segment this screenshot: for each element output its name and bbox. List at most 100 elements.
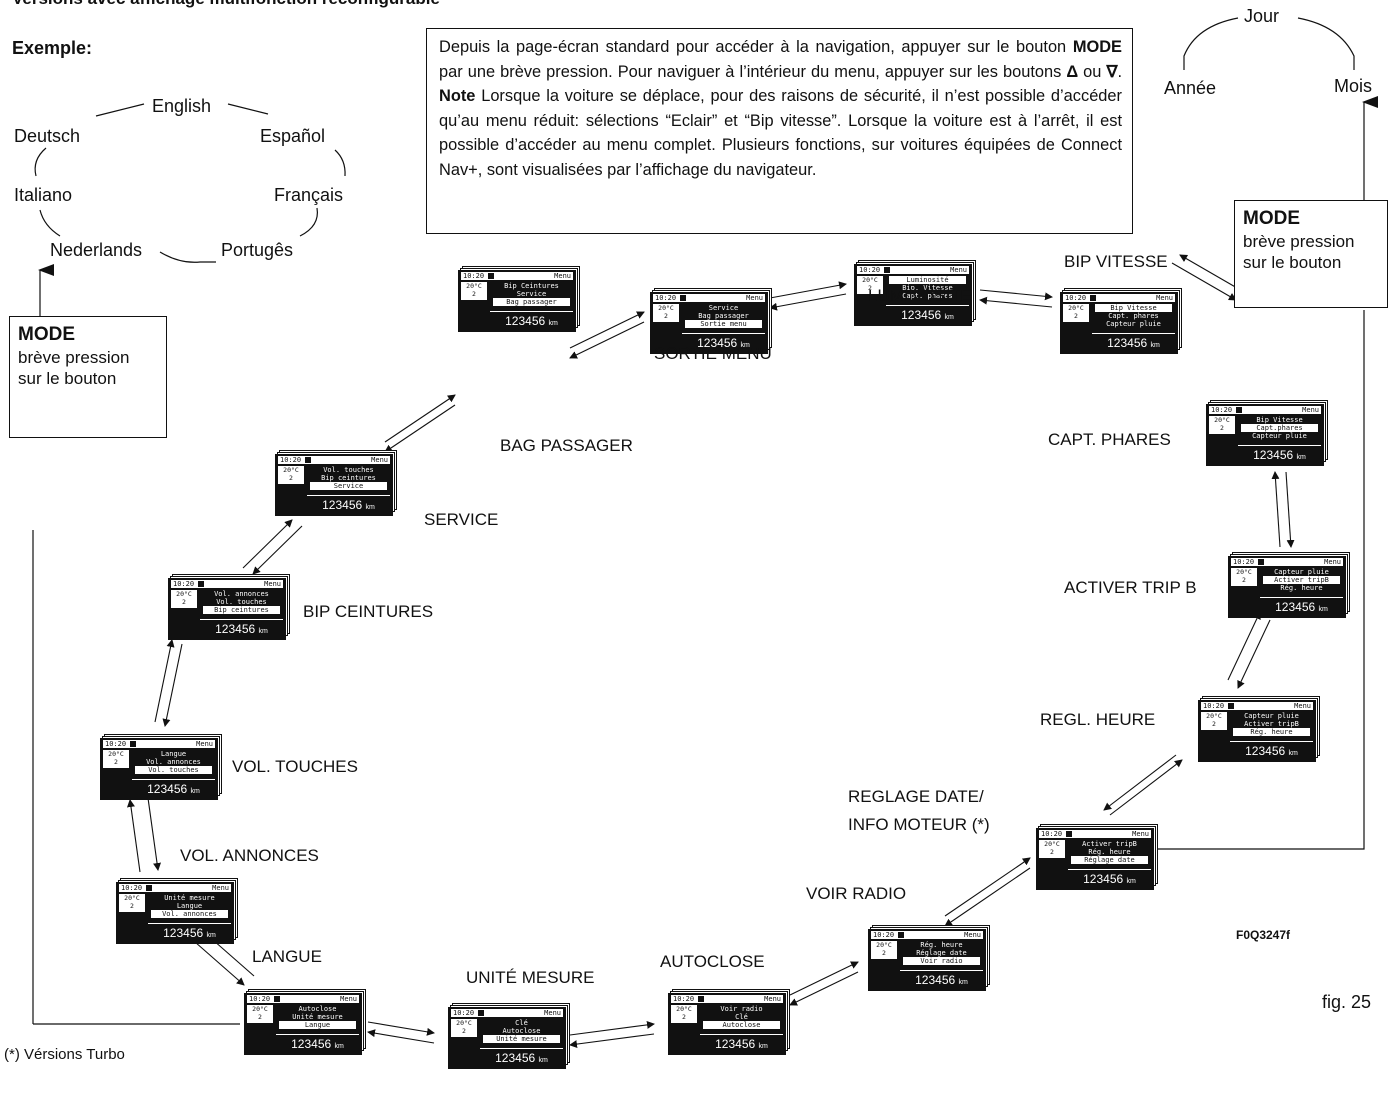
odometer-value: 123456: [215, 622, 256, 636]
screen-menu-label: Menu: [264, 580, 281, 588]
menu-item-selected: Langue: [279, 1021, 356, 1029]
note-mode: MODE: [1072, 38, 1122, 56]
screen-gear: 2: [114, 758, 118, 766]
screen-odometer: 123456 km: [480, 1048, 563, 1067]
mode-title: MODE: [1243, 208, 1300, 229]
odometer-value: 123456: [715, 1037, 756, 1051]
screen-topbar: 10:20 Menu: [451, 1009, 563, 1017]
note-word: Note: [439, 87, 476, 106]
odometer-unit: km: [740, 342, 750, 349]
screen-gear: 2: [258, 1013, 262, 1021]
note-text-1: Depuis la page-écran standard pour accéd…: [439, 38, 1073, 56]
screen-temp: 20°C: [252, 1005, 268, 1013]
screen-time: 10:20: [280, 456, 302, 464]
menu-item-selected: Bip Vitesse: [1095, 304, 1172, 312]
menu-item-selected: Capt.phares: [1241, 424, 1318, 432]
mode-line2: sur le bouton: [18, 369, 117, 388]
display-icon: [488, 273, 494, 279]
menu-item: Autoclose: [298, 1005, 337, 1013]
display-icon: [1258, 559, 1264, 565]
display-icon: [274, 996, 280, 1002]
menu-item: Capteur pluie: [1106, 320, 1161, 328]
odometer-value: 123456: [697, 336, 738, 350]
screen-gear: 2: [882, 949, 886, 957]
screen-odometer: 123456 km: [1230, 741, 1313, 760]
odometer-unit: km: [258, 628, 268, 635]
screen-odometer: 123456 km: [900, 970, 983, 989]
mode-line2: sur le bouton: [1243, 253, 1342, 272]
odometer-value: 123456: [1107, 336, 1148, 350]
screen-menu-label: Menu: [212, 884, 229, 892]
screen-time: 10:20: [453, 1009, 475, 1017]
odometer-unit: km: [1318, 606, 1328, 613]
screen-menu-label: Menu: [340, 995, 357, 1003]
screen-label: SERVICE: [424, 510, 499, 529]
example-label: Exemple:: [12, 38, 93, 58]
menu-item: Service: [708, 304, 739, 312]
screen-temp: 20°C: [124, 894, 140, 902]
screen-label: BAG PASSAGER: [500, 436, 633, 455]
odometer-unit: km: [1150, 342, 1160, 349]
up-arrow-icon: Δ: [1066, 62, 1079, 81]
screen-menu-label: Menu: [544, 1009, 561, 1017]
menu-item: Clé: [735, 1013, 748, 1021]
mode-box-left: MODE brève pression sur le bouton: [9, 316, 167, 438]
menu-item-selected: Service: [310, 482, 387, 490]
screen-label: REGLAGE DATE/: [848, 787, 984, 806]
menu-item: Capteur pluie: [1252, 432, 1307, 440]
menu-item-selected: Unité mesure: [483, 1035, 560, 1043]
screen-menu-label: Menu: [1294, 702, 1311, 710]
menu-item: Bip Vitesse: [1256, 416, 1303, 424]
screen-menu-label: Menu: [1156, 294, 1173, 302]
odometer-value: 123456: [505, 314, 546, 328]
screen-temp: 20°C: [1206, 712, 1222, 720]
menu-item: Vol. touches: [216, 598, 267, 606]
menu-item-selected: Autoclose: [703, 1021, 780, 1029]
menu-item: Capt. phares: [902, 292, 953, 300]
odometer-value: 123456: [1083, 872, 1124, 886]
screen-temp: 20°C: [1068, 304, 1084, 312]
screen-gear: 2: [1212, 720, 1216, 728]
screen-time: 10:20: [1211, 406, 1233, 414]
lang-italiano: Italiano: [14, 185, 73, 205]
menu-item: Voir radio: [720, 1005, 763, 1013]
menu-item-selected: Luminosité: [889, 276, 966, 284]
screen-odometer: 123456 km: [700, 1034, 783, 1053]
mode-line1: brève pression: [1243, 232, 1355, 251]
screen-odometer: 123456 km: [1260, 597, 1343, 616]
odometer-value: 123456: [915, 973, 956, 987]
odometer-value: 123456: [495, 1051, 536, 1065]
